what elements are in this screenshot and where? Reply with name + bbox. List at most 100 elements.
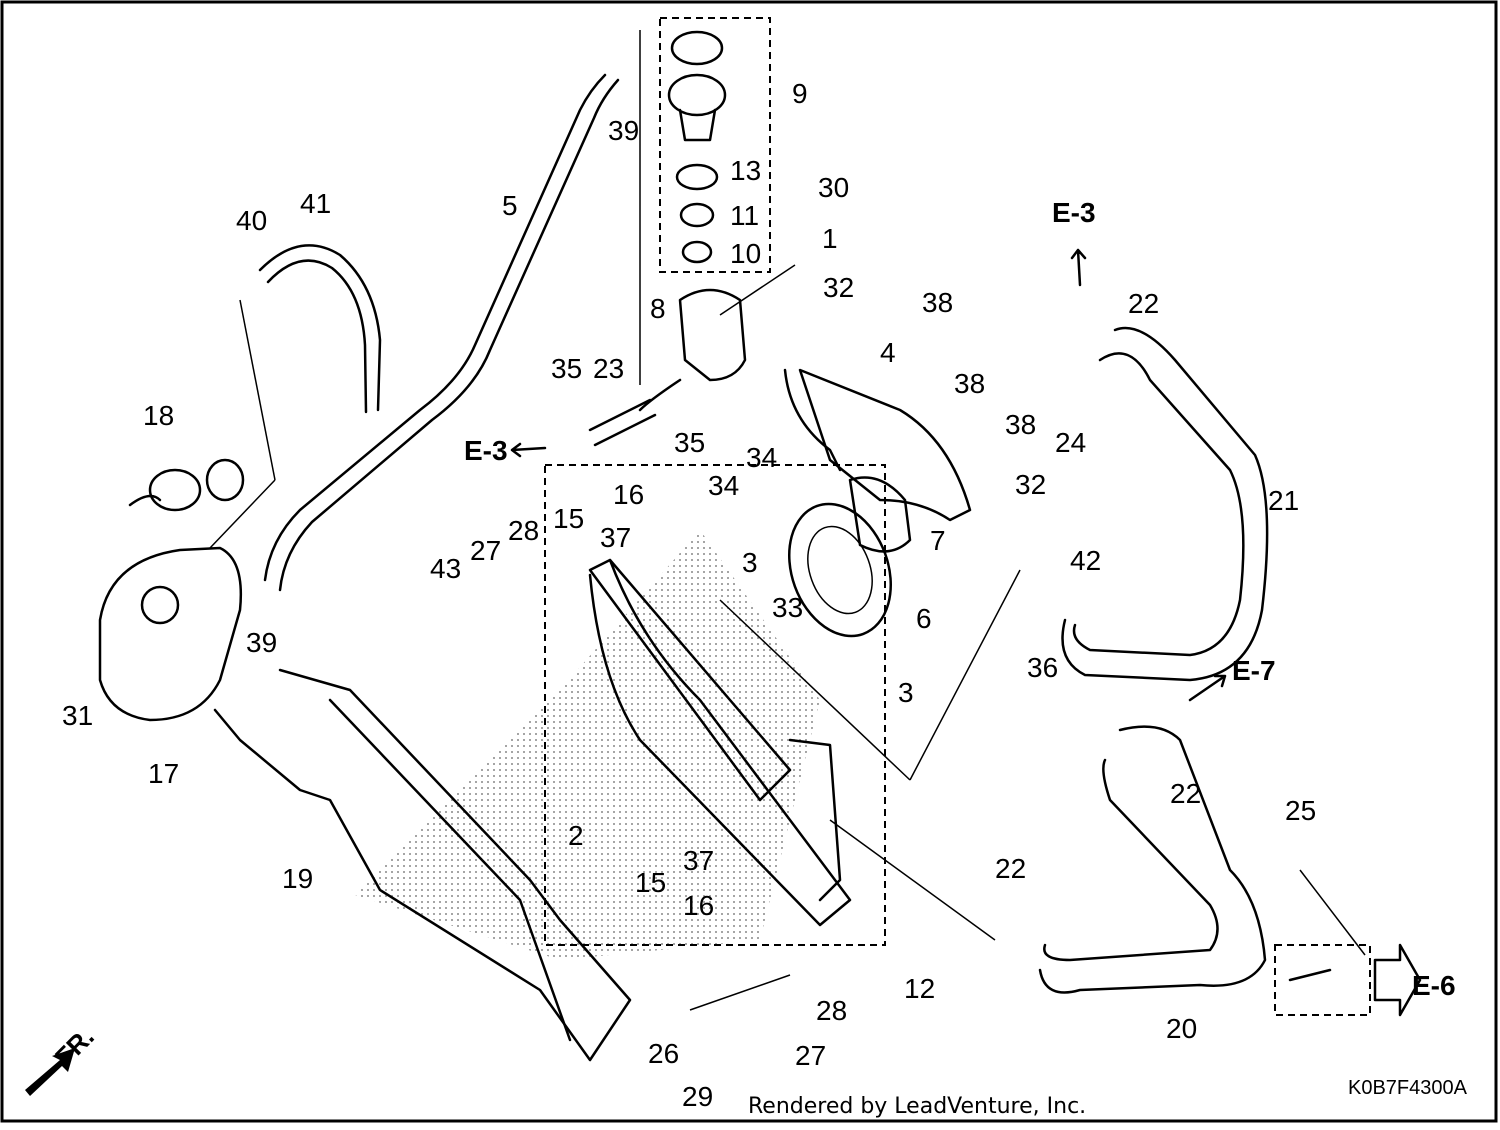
radiator-upper-tank	[588, 558, 792, 802]
callout-16: 16	[683, 890, 714, 921]
cap-kit-box	[659, 17, 771, 273]
callout-19: 19	[282, 863, 313, 894]
callout-7: 7	[930, 525, 946, 556]
callout-42: 42	[1070, 545, 1101, 576]
callout-34: 34	[708, 470, 739, 501]
radiator-box	[544, 464, 886, 946]
callout-5: 5	[502, 190, 518, 221]
callout-34: 34	[746, 442, 777, 473]
callout-28: 28	[508, 515, 539, 546]
callout-39: 39	[608, 115, 639, 146]
callout-9: 9	[792, 78, 808, 109]
callout-29: 29	[682, 1081, 713, 1112]
cap-top	[670, 30, 724, 66]
cap-body	[667, 73, 727, 117]
cooling-fan	[788, 502, 892, 638]
callout-4: 4	[880, 337, 896, 368]
leader-26	[689, 974, 791, 1011]
callout-8: 8	[650, 293, 666, 324]
siphon-hose	[258, 244, 382, 412]
front-arrow-icon	[25, 1048, 75, 1096]
leader-22	[829, 819, 996, 941]
callout-27: 27	[795, 1040, 826, 1071]
radiator-cover-edge	[328, 698, 572, 1042]
reserve-tank-neck	[140, 585, 180, 625]
callout-25: 25	[1285, 795, 1316, 826]
callout-40: 40	[236, 205, 267, 236]
upper-radiator-hose-outline	[1061, 326, 1269, 682]
bolt-box	[1274, 944, 1371, 1016]
callout-1: 1	[822, 223, 838, 254]
callout-10: 10	[730, 238, 761, 269]
reference-e7: E-7	[1232, 655, 1276, 686]
tank-cap-seal	[205, 458, 245, 502]
callout-15: 15	[635, 867, 666, 898]
callout-37: 37	[683, 845, 714, 876]
leader-1	[719, 264, 796, 316]
callout-2: 2	[568, 820, 584, 851]
lower-radiator-hose	[1038, 725, 1267, 994]
callout-38: 38	[922, 287, 953, 318]
cap-stem	[678, 108, 717, 142]
upper-radiator-hose	[1072, 352, 1245, 657]
cap-strap	[128, 494, 162, 507]
callout-22: 22	[1170, 778, 1201, 809]
filler-neck	[678, 288, 747, 382]
overflow-hose	[263, 73, 607, 582]
callout-28: 28	[816, 995, 847, 1026]
o-ring-13	[675, 163, 719, 191]
o-ring-11	[679, 202, 715, 228]
callout-13: 13	[730, 155, 761, 186]
callout-36: 36	[1027, 652, 1058, 683]
callout-31: 31	[62, 700, 93, 731]
callout-43: 43	[430, 553, 461, 584]
callout-32: 32	[1015, 469, 1046, 500]
shroud-bracket	[783, 368, 842, 472]
hose-23-outline	[593, 413, 657, 447]
callout-26: 26	[648, 1038, 679, 1069]
callout-35: 35	[551, 353, 582, 384]
radiator-side-tank	[788, 738, 842, 902]
leader-25	[1299, 869, 1366, 956]
bolt-e6	[1288, 968, 1332, 982]
e6-arrow	[1373, 943, 1422, 1017]
radiator-core	[588, 558, 852, 927]
callout-35: 35	[674, 427, 705, 458]
reserve-tank	[98, 546, 242, 722]
callout-3: 3	[898, 677, 914, 708]
callout-24: 24	[1055, 427, 1086, 458]
callout-15: 15	[553, 503, 584, 534]
leader-40	[239, 299, 276, 481]
callout-38: 38	[1005, 409, 1036, 440]
leader-36b	[719, 599, 911, 781]
fan-motor	[848, 476, 912, 553]
callout-38: 38	[954, 368, 985, 399]
fan-shroud	[798, 368, 972, 522]
tank-cap	[148, 468, 202, 512]
shading-area	[355, 530, 820, 960]
render-credit: Rendered by LeadVenture, Inc.	[748, 1094, 1086, 1119]
callout-17: 17	[148, 758, 179, 789]
callout-22: 22	[1128, 288, 1159, 319]
reference-e3: E-3	[1052, 197, 1096, 228]
callout-27: 27	[470, 535, 501, 566]
callout-32: 32	[823, 272, 854, 303]
o-ring-10	[681, 240, 713, 264]
hose-23	[588, 398, 652, 432]
drawing-code: K0B7F4300A	[1348, 1077, 1468, 1099]
e3-arrow-icon	[1070, 248, 1087, 287]
leader-36	[909, 569, 1021, 781]
callout-39: 39	[246, 627, 277, 658]
e7-arrow-icon	[1188, 674, 1227, 702]
callout-41: 41	[300, 188, 331, 219]
callout-18: 18	[143, 400, 174, 431]
callout-3: 3	[742, 547, 758, 578]
overflow-hose-outline	[278, 78, 620, 592]
callout-11: 11	[730, 200, 759, 231]
callout-33: 33	[772, 592, 803, 623]
filler-neck-outlet	[638, 378, 682, 412]
cooling-fan-hub	[807, 525, 873, 615]
